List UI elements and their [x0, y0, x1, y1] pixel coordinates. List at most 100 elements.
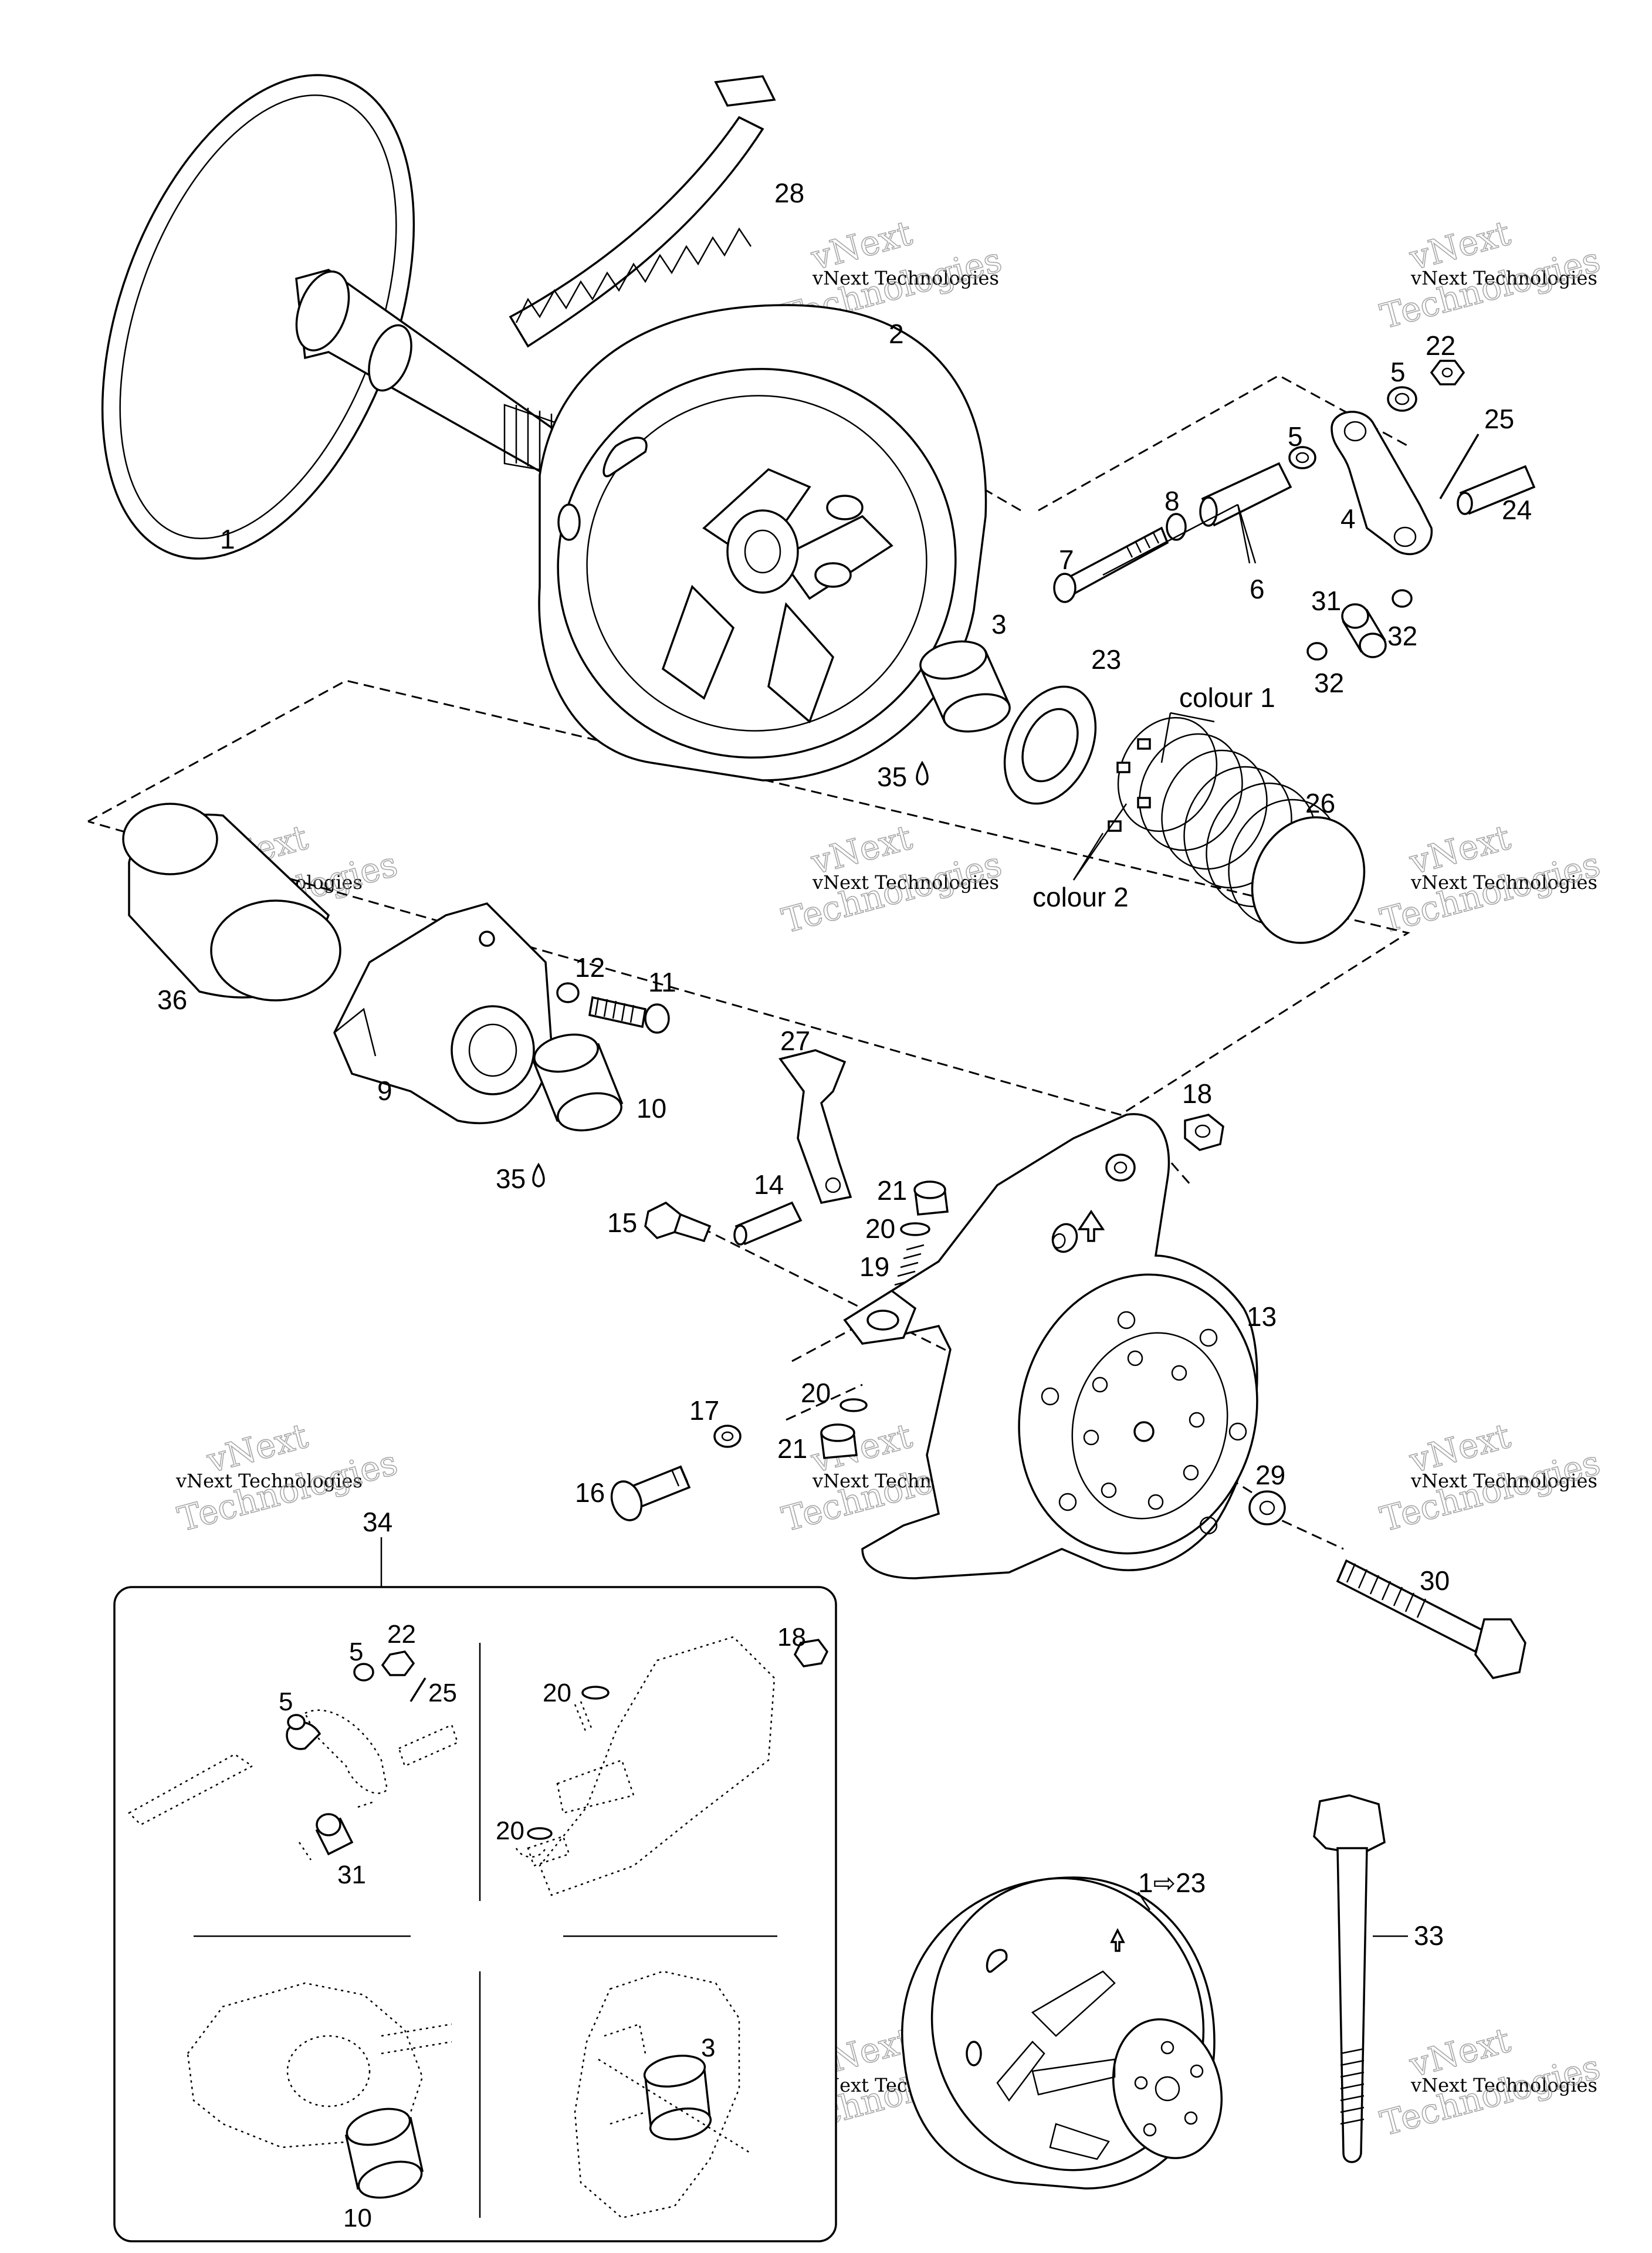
- inset-callout-3: 3: [701, 2034, 715, 2062]
- callout-34: 34: [363, 1507, 392, 1537]
- callout-30: 30: [1420, 1565, 1450, 1596]
- part-callouts: 1 2 3 4 5 5 6 7 8 9 10 11 12 13 14 15 16…: [157, 178, 1532, 1951]
- callout-24: 24: [1502, 495, 1532, 525]
- part-17-washer-hole: [721, 1431, 734, 1442]
- callout-29: 29: [1255, 1460, 1285, 1490]
- callout-36: 36: [157, 985, 187, 1015]
- callout-5a: 5: [1390, 357, 1406, 387]
- callout-8: 8: [1164, 486, 1180, 516]
- note-colour-1: colour 1: [1179, 682, 1275, 713]
- callout-12: 12: [575, 952, 605, 983]
- callout-35a: 35: [877, 762, 907, 792]
- direction-arrow-icon: [1077, 1209, 1105, 1242]
- part-23-washer: [1003, 685, 1097, 805]
- callout-13: 13: [1247, 1301, 1277, 1332]
- part-21-cap-bottom: [820, 1423, 858, 1459]
- inset-callout-20b: 20: [496, 1816, 524, 1845]
- leader-lines: [1072, 503, 1257, 881]
- part-18-nut: [1184, 1114, 1224, 1151]
- inset-callout-5b: 5: [349, 1638, 363, 1666]
- callout-19: 19: [859, 1251, 889, 1282]
- part-15-screw: [644, 1201, 712, 1243]
- callout-18: 18: [1182, 1078, 1212, 1109]
- part-30-bolt: [1336, 1559, 1526, 1679]
- part-1-fixed-sheave: [101, 74, 573, 560]
- callout-27: 27: [780, 1026, 810, 1056]
- spider-arms: [661, 468, 893, 723]
- part-12-washer: [556, 982, 580, 1003]
- callout-26: 26: [1305, 788, 1335, 818]
- inset-lever-detail: [127, 1650, 459, 1860]
- part-10-bushing: [532, 1033, 624, 1132]
- inset-sheave-detail: [574, 1970, 751, 2219]
- callout-3: 3: [991, 609, 1007, 640]
- svg-text:vNext Technologies: vNext Technologies: [812, 871, 999, 894]
- callout-10: 10: [637, 1093, 666, 1124]
- part-3-bushing: [919, 640, 1011, 733]
- watermark-9: vNext vNext Technologies Technologies: [1376, 1415, 1604, 1540]
- watermark-12: vNext vNext Technologies Technologies: [1376, 2019, 1604, 2144]
- svg-text:vNext Technologies: vNext Technologies: [175, 1470, 363, 1492]
- part-32-washer-a: [1306, 642, 1328, 661]
- part-16-shoulder-bolt: [610, 1465, 691, 1521]
- inset-callout-31: 31: [337, 1860, 366, 1889]
- inset-plunger-detail: [515, 1636, 829, 1896]
- callout-4: 4: [1340, 503, 1356, 534]
- inset-callout-25: 25: [428, 1679, 457, 1707]
- part-31-roller: [1341, 603, 1387, 658]
- callout-6: 6: [1250, 574, 1265, 604]
- svg-text:vNext Technologies: vNext Technologies: [1410, 267, 1597, 289]
- part-28-drive-belt: [509, 75, 776, 348]
- part-6-sleeve: [1199, 462, 1292, 527]
- callout-16: 16: [575, 1477, 605, 1508]
- callout-33: 33: [1414, 1920, 1444, 1951]
- part-33-long-bolt: [1313, 1794, 1408, 2163]
- part-11-screw: [588, 996, 670, 1034]
- part-5-bushing-a: [1288, 446, 1316, 469]
- part-14-pin: [733, 1201, 803, 1246]
- callout-32a: 32: [1314, 668, 1344, 698]
- callout-32b: 32: [1387, 621, 1417, 651]
- inset-callout-18: 18: [777, 1623, 806, 1652]
- lubricant-drop-icon: [916, 760, 929, 786]
- callout-28: 28: [774, 178, 804, 208]
- part-20-ring-top: [900, 1222, 930, 1236]
- callout-21a: 21: [877, 1175, 907, 1206]
- part-13-governor-cup: [843, 1113, 1258, 1579]
- svg-text:vNext Technologies: vNext Technologies: [812, 267, 999, 289]
- part-24-pin: [1457, 465, 1536, 515]
- part-7-bolt: [1053, 526, 1169, 603]
- svg-text:vNext Technologies: vNext Technologies: [1410, 2074, 1597, 2096]
- inset-box-34: [113, 1537, 837, 2242]
- callout-20b: 20: [801, 1378, 831, 1408]
- part-27-cam-arm: [778, 1049, 852, 1205]
- note-colour-2: colour 2: [1032, 882, 1129, 912]
- inset-callout-22: 22: [387, 1620, 416, 1649]
- part-22-nut: [1430, 360, 1465, 385]
- part-4-lever-arm: [1331, 411, 1433, 556]
- assembled-drive-pulley: [901, 1876, 1223, 2190]
- part-25-cotter-pin: [1439, 434, 1480, 499]
- callout-21b: 21: [777, 1433, 807, 1464]
- callout-31: 31: [1311, 586, 1341, 616]
- part-29-washer: [1248, 1490, 1286, 1525]
- callout-1: 1: [220, 524, 235, 554]
- lubricant-drop-icon: [532, 1162, 545, 1188]
- svg-text:vNext Technologies: vNext Technologies: [1410, 871, 1597, 894]
- callout-7: 7: [1059, 544, 1074, 575]
- inset-callouts: 5 5 22 25 31 18 20 20 10 3: [279, 1620, 806, 2232]
- part-9-ramp-hub: [333, 902, 553, 1124]
- svg-text:vNext Technologies: vNext Technologies: [1410, 1470, 1597, 1492]
- callout-2: 2: [889, 319, 904, 349]
- callout-20a: 20: [865, 1213, 895, 1244]
- inset-callout-5a: 5: [279, 1687, 293, 1716]
- lever-assembly: [1053, 360, 1536, 661]
- direction-arrow-icon: [1110, 1928, 1125, 1952]
- part-17-washer: [713, 1425, 742, 1448]
- part-32-washer-b: [1392, 589, 1413, 608]
- hub-bolt-holes: [1041, 1311, 1247, 1535]
- part-36-sleeve: [122, 803, 341, 1002]
- part-2-movable-sheave: [538, 304, 987, 782]
- inset-callout-10: 10: [343, 2204, 372, 2232]
- watermark-3: vNext vNext Technologies Technologies: [1376, 212, 1604, 337]
